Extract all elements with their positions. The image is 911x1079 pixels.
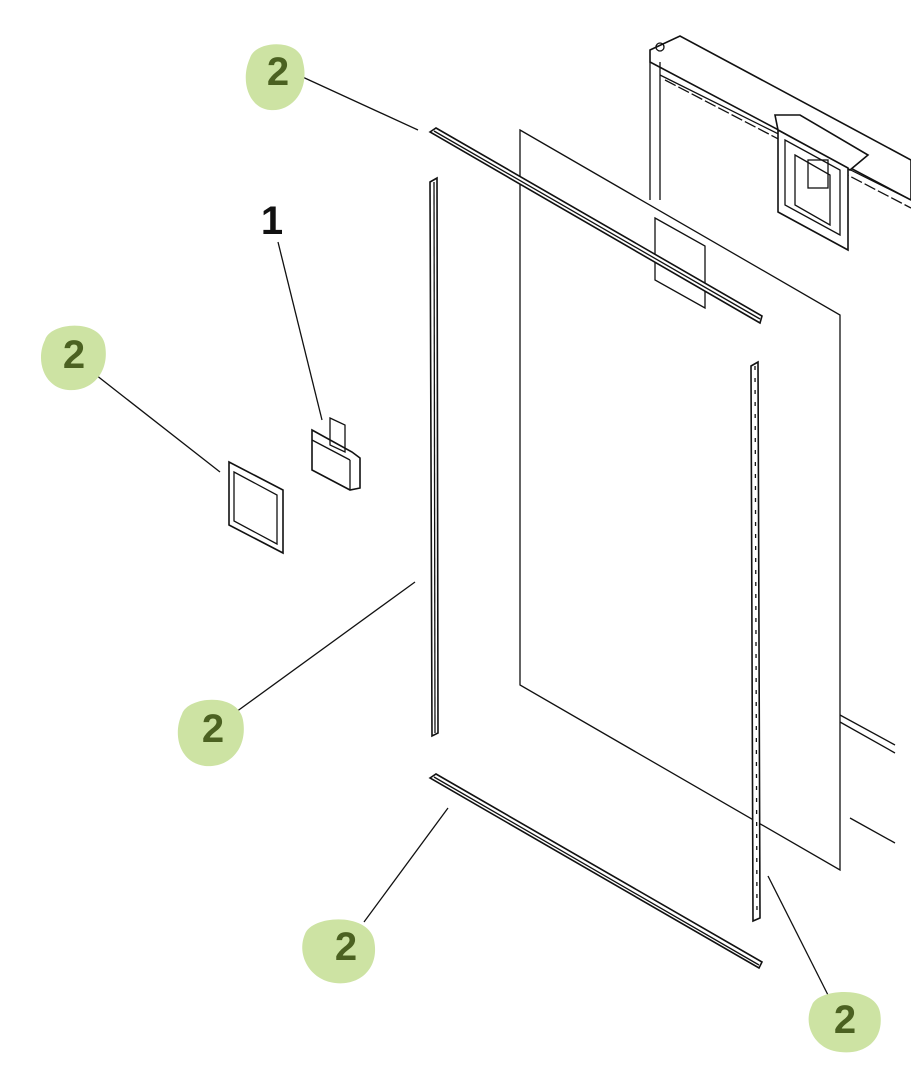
right-seal-strip <box>750 360 761 923</box>
callout-badge <box>40 325 106 391</box>
callout-part-2-frame: 2 <box>40 325 106 391</box>
callout-label: 2 <box>267 50 289 94</box>
callout-part-2-left-strip: 2 <box>177 699 244 767</box>
callout-part-2-bottom-strip: 2 <box>302 919 376 984</box>
callout-badge <box>808 991 881 1053</box>
callout-part-1: 1 <box>261 199 283 243</box>
callout-part-2-top-strip: 2 <box>245 44 305 111</box>
callout-label: 2 <box>335 925 357 969</box>
top-seal-strip <box>428 127 763 325</box>
callout-badge <box>245 44 305 111</box>
callout-label: 1 <box>261 199 283 243</box>
callout-label: 2 <box>834 998 856 1042</box>
callout-label: 2 <box>63 333 85 377</box>
small-frame-part <box>228 460 284 555</box>
appliance-housing <box>649 35 911 844</box>
callout-badge <box>177 699 244 767</box>
left-seal-strip <box>429 176 439 738</box>
callout-badge <box>302 919 376 984</box>
clip-part <box>311 416 361 491</box>
bottom-seal-strip <box>428 773 764 970</box>
callout-part-2-right-strip: 2 <box>808 991 881 1053</box>
callout-label: 2 <box>202 707 224 751</box>
panel-sheet <box>519 128 841 872</box>
leader-lines <box>95 73 829 996</box>
